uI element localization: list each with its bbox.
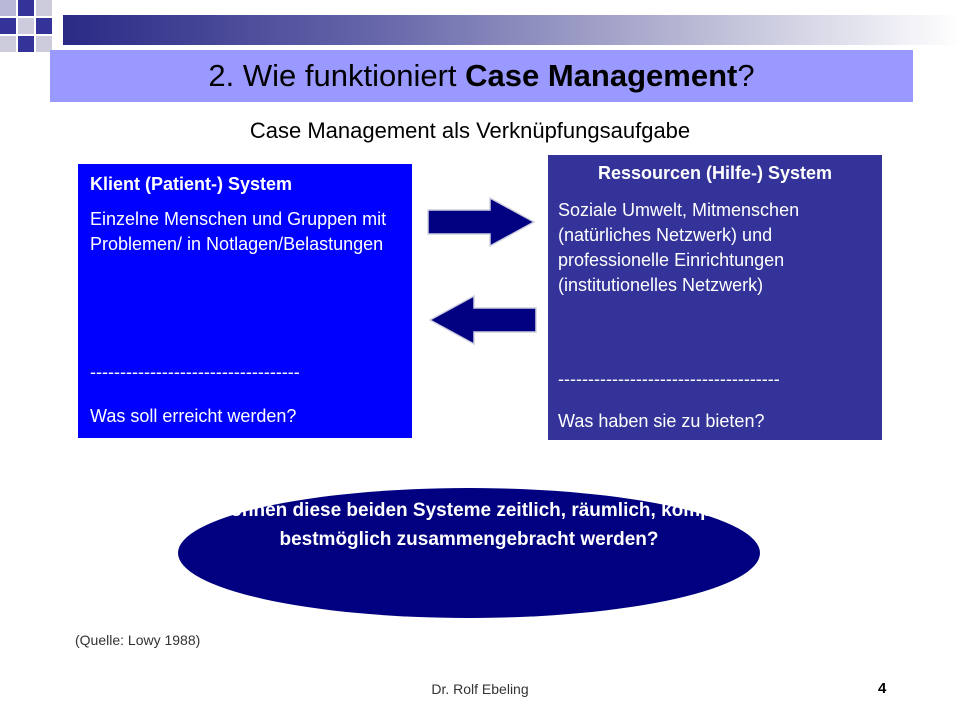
resource-system-text: Soziale Umwelt, Mitmenschen (natürliches… [558,200,800,295]
title-bold: Case Management [465,58,738,93]
title-bar [50,50,913,102]
subtitle: Case Management als Verknüpfungsaufgabe [249,118,691,143]
client-system-text: Einzelne Menschen und Gruppen mit Proble… [90,209,387,254]
resource-system-box: Ressourcen (Hilfe-) System Soziale Umwel… [548,155,882,440]
title-prefix: 2. Wie funktioniert [208,58,466,93]
source-citation: (Quelle: Lowy 1988) [75,632,201,648]
resource-system-question: Was haben sie zu bieten? [558,411,765,431]
client-system-separator: ----------------------------------- [90,362,300,382]
title-suffix: ? [737,58,755,93]
client-system-box: Klient (Patient-) System Einzelne Mensch… [78,164,412,438]
arrow-left-icon [428,294,537,346]
client-system-heading: Klient (Patient-) System [90,174,293,194]
header-gradient-bar [63,15,960,45]
client-system-question: Was soll erreicht werden? [90,406,297,426]
page-title: 2. Wie funktioniert Case Management? [50,58,913,94]
footer-author: Dr. Rolf Ebeling [431,681,529,697]
question-oval-text: Wie können diese beiden Systeme zeitlich… [180,500,758,550]
corner-decoration [0,0,80,60]
resource-system-heading: Ressourcen (Hilfe-) System [597,163,833,183]
arrow-right-icon [427,196,536,248]
resource-system-separator: ------------------------------------- [558,369,780,389]
page-number: 4 [878,680,887,697]
question-oval [178,488,760,618]
